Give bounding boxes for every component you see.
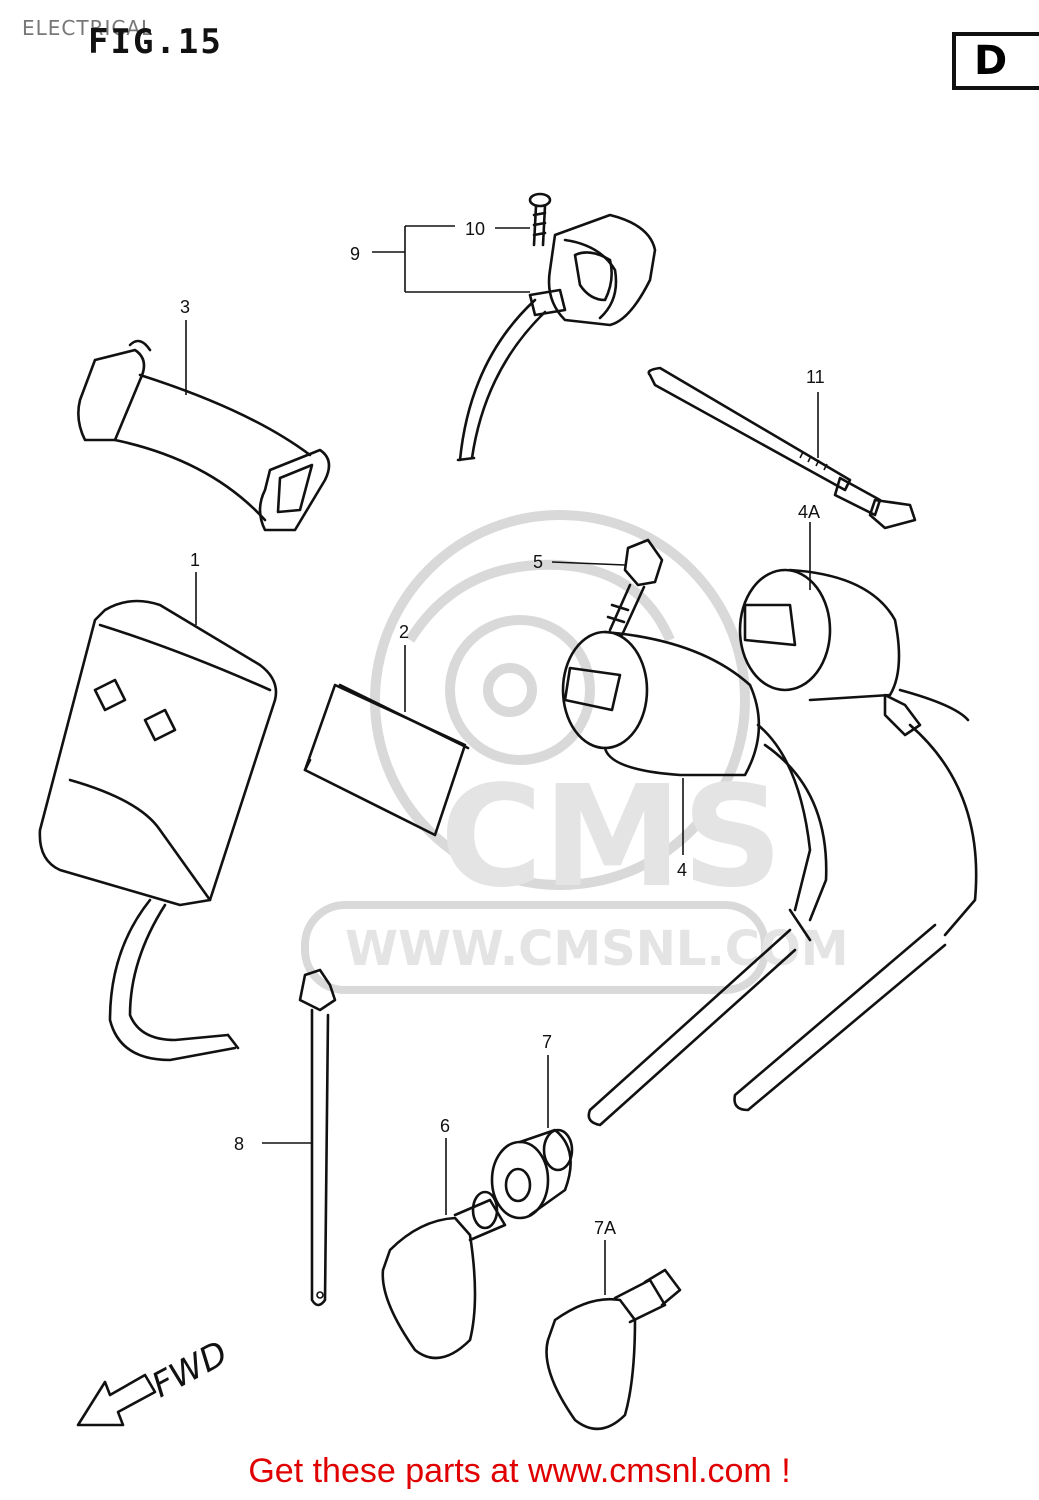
part-7a-plug-cap	[545, 1268, 682, 1431]
page-code-box: D	[952, 32, 1039, 90]
part-4-coil	[561, 630, 828, 1127]
part-3-strap	[77, 339, 331, 532]
bracket-9	[372, 225, 530, 293]
part-10-screw	[528, 192, 552, 247]
label-2: 2	[399, 622, 409, 642]
part-4a-coil	[733, 568, 978, 1112]
label-6: 6	[440, 1116, 450, 1136]
label-7a: 7A	[594, 1218, 616, 1238]
part-9-switch	[456, 213, 657, 462]
watermark-brand: CMS	[440, 756, 783, 919]
figure-number: FIG.15	[88, 22, 223, 62]
label-9: 9	[350, 244, 360, 264]
page-code: D	[974, 38, 1008, 84]
part-6-plug-cap	[381, 1190, 507, 1360]
label-1: 1	[190, 550, 200, 570]
label-3: 3	[180, 297, 190, 317]
fwd-arrow: FWD	[76, 1333, 234, 1427]
part-2-pad	[303, 683, 470, 837]
label-8: 8	[234, 1134, 244, 1154]
part-7-grommet	[490, 1128, 574, 1220]
exploded-diagram: CMS WWW.CMSNL.COM	[38, 192, 978, 1431]
fwd-label: FWD	[145, 1333, 234, 1406]
label-11: 11	[806, 367, 825, 387]
part-8-tie	[298, 968, 337, 1307]
part-11-tie	[647, 366, 917, 530]
label-10: 10	[465, 219, 485, 239]
part-labels: 1 2 3 4 4A 5 6 7 7A 8 9 10 11	[180, 219, 825, 1238]
part-5-bolt	[606, 538, 664, 637]
part-1-cdi	[38, 599, 278, 1062]
label-5: 5	[533, 552, 543, 572]
footer-promo[interactable]: Get these parts at www.cmsnl.com !	[248, 1452, 791, 1490]
leader-lines	[185, 320, 819, 1295]
watermark-url: WWW.CMSNL.COM	[345, 921, 849, 977]
watermark: CMS WWW.CMSNL.COM	[301, 510, 849, 994]
label-4: 4	[677, 860, 687, 880]
label-7: 7	[542, 1032, 552, 1052]
label-4a: 4A	[798, 502, 820, 522]
section-title: ELECTRICAL	[22, 16, 154, 40]
